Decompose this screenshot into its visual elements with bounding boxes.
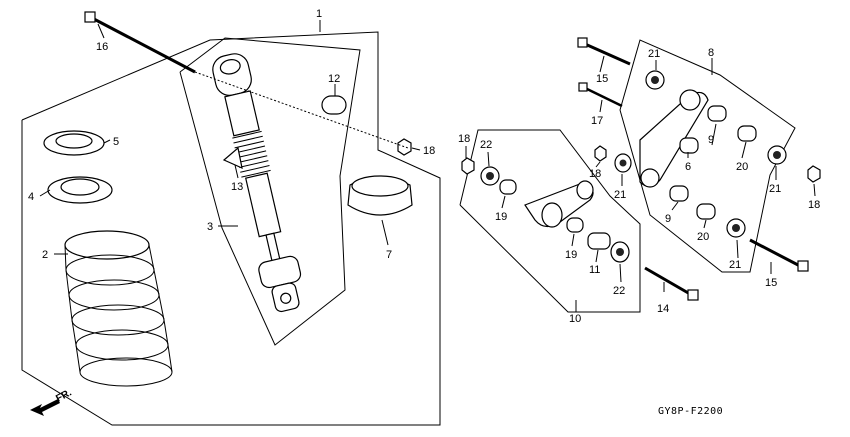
callout-11: 11 [589,264,600,276]
callout-22-left: 22 [480,139,492,151]
group-outline-1 [21,31,441,426]
nut-18-left [397,138,412,156]
callout-9-lower: 9 [665,213,671,225]
callout-3: 3 [207,221,213,233]
diagram-code: GY8P-F2200 [658,406,723,417]
callout-18-right: 18 [808,199,820,211]
callout-5: 5 [113,136,119,148]
shock-arm [639,89,709,188]
callout-4: 4 [28,191,34,203]
callout-22-right: 22 [613,285,625,297]
callout-21-left: 21 [614,189,626,201]
adjuster-nut [47,176,113,204]
callout-1: 1 [316,8,322,20]
callout-21-right: 21 [769,183,781,195]
callout-15-upper: 15 [596,73,608,85]
spring [64,230,173,387]
group-outline-8 [619,39,796,273]
callout-8: 8 [708,47,714,59]
spring-seat [347,175,413,216]
nut-18-right [807,165,821,183]
callout-20-lower: 20 [697,231,709,243]
bolt-15-bottom [749,238,809,272]
callout-19-left: 19 [495,211,507,223]
callout-14: 14 [657,303,669,315]
nut-18-small [594,145,607,162]
callout-9-upper: 9 [708,134,714,146]
callout-2: 2 [42,249,48,261]
callout-10: 10 [569,313,581,325]
callout-21-top: 21 [648,48,660,60]
lock-nut [43,130,105,156]
bearings-10 [480,166,630,263]
shock-link [524,180,594,228]
callout-17: 17 [591,115,603,127]
shock-absorber [212,53,302,313]
callout-16: 16 [96,41,108,53]
group-outline-3 [179,37,361,346]
label-13 [222,146,243,170]
callout-19-right: 19 [565,249,577,261]
callout-18-small: 18 [589,168,601,180]
front-marker: FR. [54,387,74,404]
group-outline-10 [459,129,641,313]
bolt-17 [578,82,623,108]
bolt-16 [84,11,409,149]
bolt-15-top [577,37,631,66]
bearings-8 [614,70,787,238]
leader-lines [39,20,816,312]
callout-6: 6 [685,161,691,173]
callout-12: 12 [328,73,340,85]
nut-18-mid [461,157,475,175]
callout-15-lower: 15 [765,277,777,289]
callout-13: 13 [231,181,243,193]
collar-12 [321,95,347,115]
front-arrow-icon: FR. [30,387,74,416]
callout-20-upper: 20 [736,161,748,173]
callout-18-left: 18 [423,145,435,157]
callout-18-mid: 18 [458,133,470,145]
bolt-14 [644,266,699,301]
callout-7: 7 [386,249,392,261]
callout-21-bottom: 21 [729,259,741,271]
